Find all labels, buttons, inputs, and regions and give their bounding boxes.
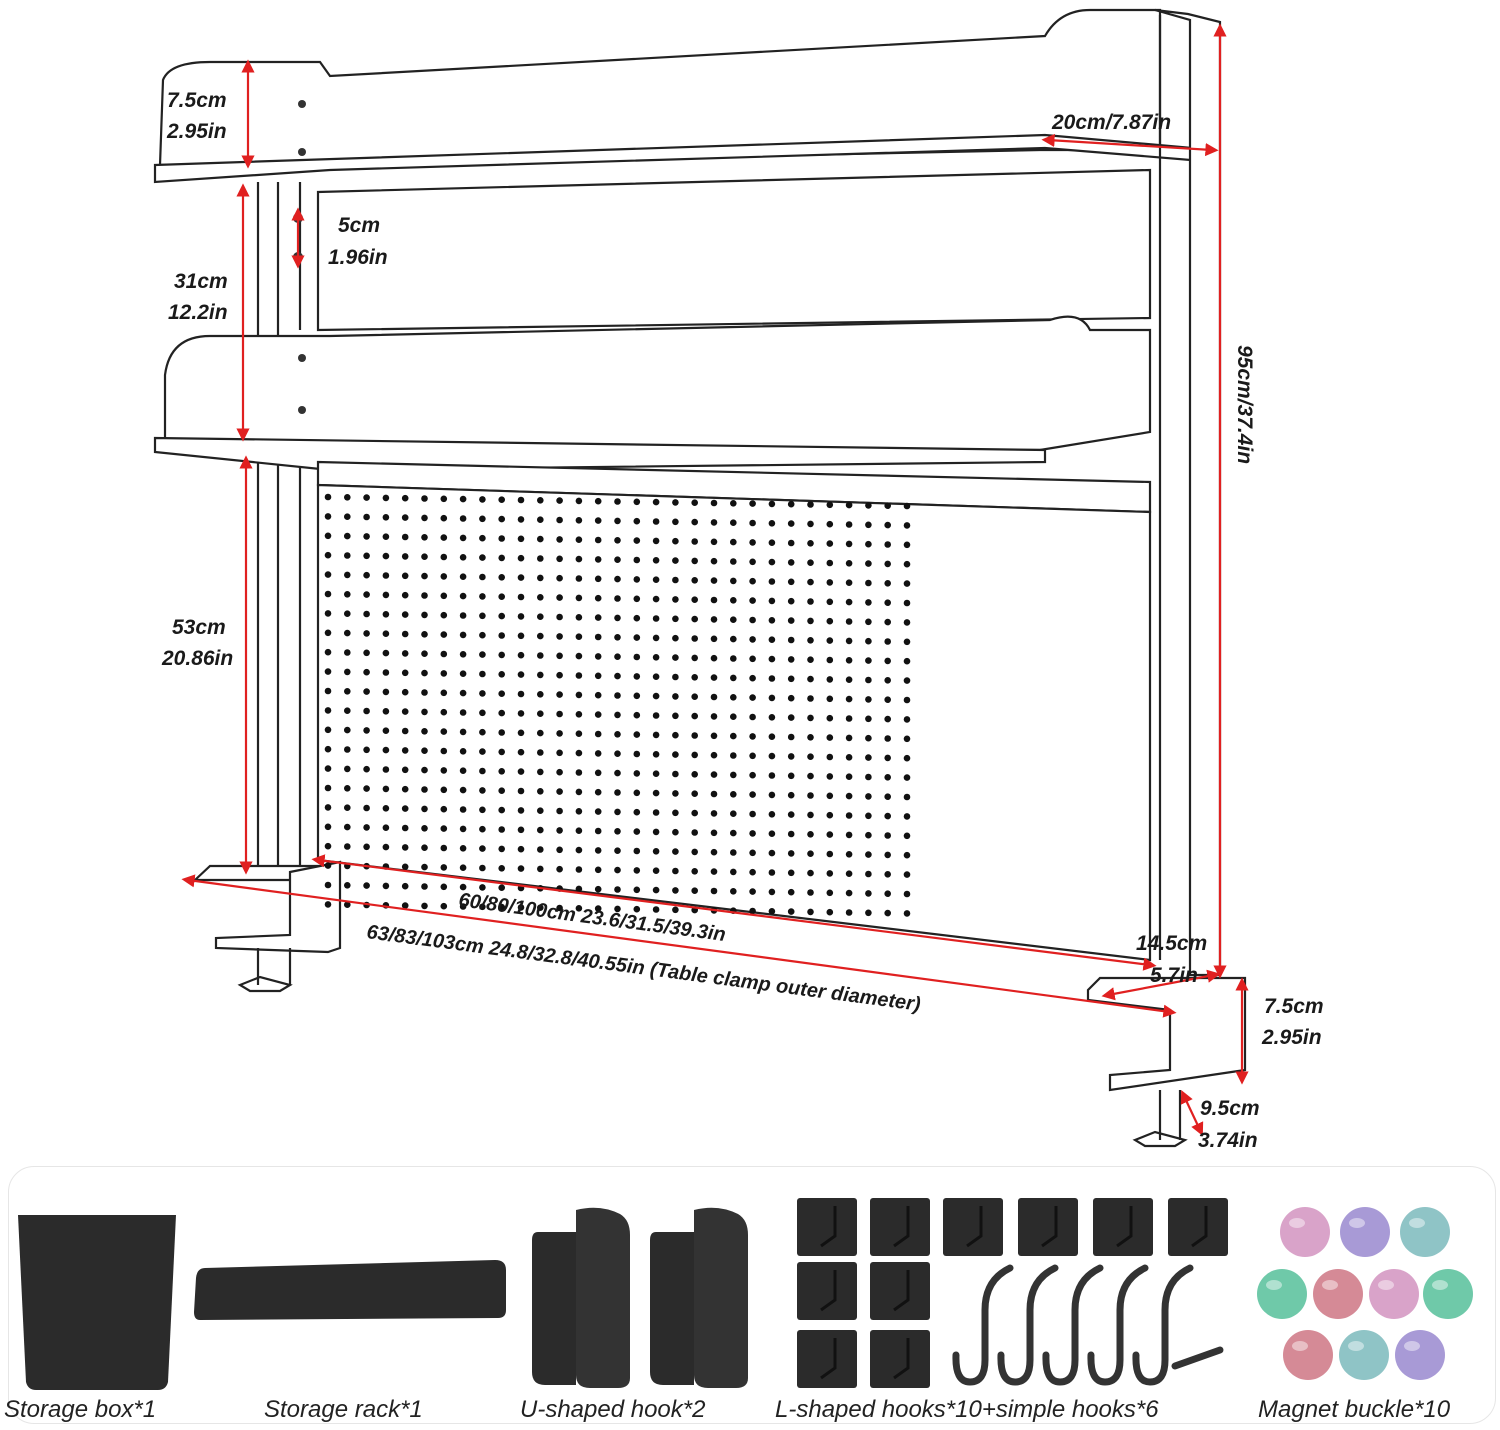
magnet bbox=[1400, 1207, 1450, 1257]
magnet bbox=[1313, 1269, 1363, 1319]
u-hook-label: U-shaped hook*2 bbox=[520, 1396, 706, 1423]
top-rail-height-in: 2.95in bbox=[166, 120, 227, 143]
shelf-unit-drawing bbox=[153, 8, 1247, 1148]
magnet bbox=[1395, 1330, 1445, 1380]
storage-box-image bbox=[18, 1215, 176, 1390]
l-hook-square bbox=[797, 1198, 857, 1256]
l-hook-images bbox=[797, 1198, 1228, 1388]
storage-box-label: Storage box*1 bbox=[4, 1396, 157, 1423]
l-hook-square bbox=[1018, 1198, 1078, 1256]
dimension-diagram: 7.5cm 2.95in 20cm/7.87in 5cm 1.96in 31cm… bbox=[153, 8, 1324, 1152]
top-rail-height-cm: 7.5cm bbox=[167, 89, 227, 112]
magnet bbox=[1339, 1330, 1389, 1380]
magnet bbox=[1280, 1207, 1330, 1257]
magnet bbox=[1340, 1207, 1390, 1257]
magnet bbox=[1257, 1269, 1307, 1319]
hole-spacing-cm: 5cm bbox=[338, 214, 380, 237]
magnet bbox=[1423, 1269, 1473, 1319]
clamp-opening-cm: 9.5cm bbox=[1200, 1097, 1260, 1120]
foot-depth-in: 5.7in bbox=[1150, 964, 1198, 987]
l-hooks-label: L-shaped hooks*10+simple hooks*6 bbox=[775, 1396, 1159, 1423]
total-height-label: 95cm/37.4in bbox=[1233, 345, 1256, 464]
shelf-depth-label: 20cm/7.87in bbox=[1051, 111, 1171, 134]
hole-spacing-in: 1.96in bbox=[328, 246, 388, 269]
l-hook-square bbox=[797, 1330, 857, 1388]
shelf-gap-in: 12.2in bbox=[168, 301, 228, 324]
u-hook-images bbox=[532, 1207, 748, 1388]
l-hook-square bbox=[870, 1198, 930, 1256]
lower-height-in: 20.86in bbox=[161, 647, 233, 670]
magnet-label: Magnet buckle*10 bbox=[1258, 1396, 1451, 1423]
simple-hook-images bbox=[952, 1264, 1224, 1386]
l-hook-square bbox=[943, 1198, 1003, 1256]
l-hook-square bbox=[870, 1330, 930, 1388]
accessories-illustrations bbox=[18, 1198, 1473, 1390]
clamp-height-in: 2.95in bbox=[1261, 1026, 1322, 1049]
l-hook-square bbox=[870, 1262, 930, 1320]
clamp-opening-in: 3.74in bbox=[1198, 1129, 1258, 1152]
l-hook-square bbox=[797, 1262, 857, 1320]
magnet bbox=[1283, 1330, 1333, 1380]
l-hook-square bbox=[1168, 1198, 1228, 1256]
l-hook-square bbox=[1093, 1198, 1153, 1256]
magnet bbox=[1369, 1269, 1419, 1319]
magnet-images bbox=[1257, 1207, 1473, 1380]
lower-height-cm: 53cm bbox=[172, 616, 226, 639]
foot-depth-cm: 14.5cm bbox=[1136, 932, 1207, 955]
storage-rack-image bbox=[194, 1260, 506, 1320]
storage-rack-label: Storage rack*1 bbox=[264, 1396, 423, 1423]
dimension-lines bbox=[181, 23, 1249, 1136]
clamp-height-cm: 7.5cm bbox=[1264, 995, 1324, 1018]
shelf-gap-cm: 31cm bbox=[174, 270, 228, 293]
